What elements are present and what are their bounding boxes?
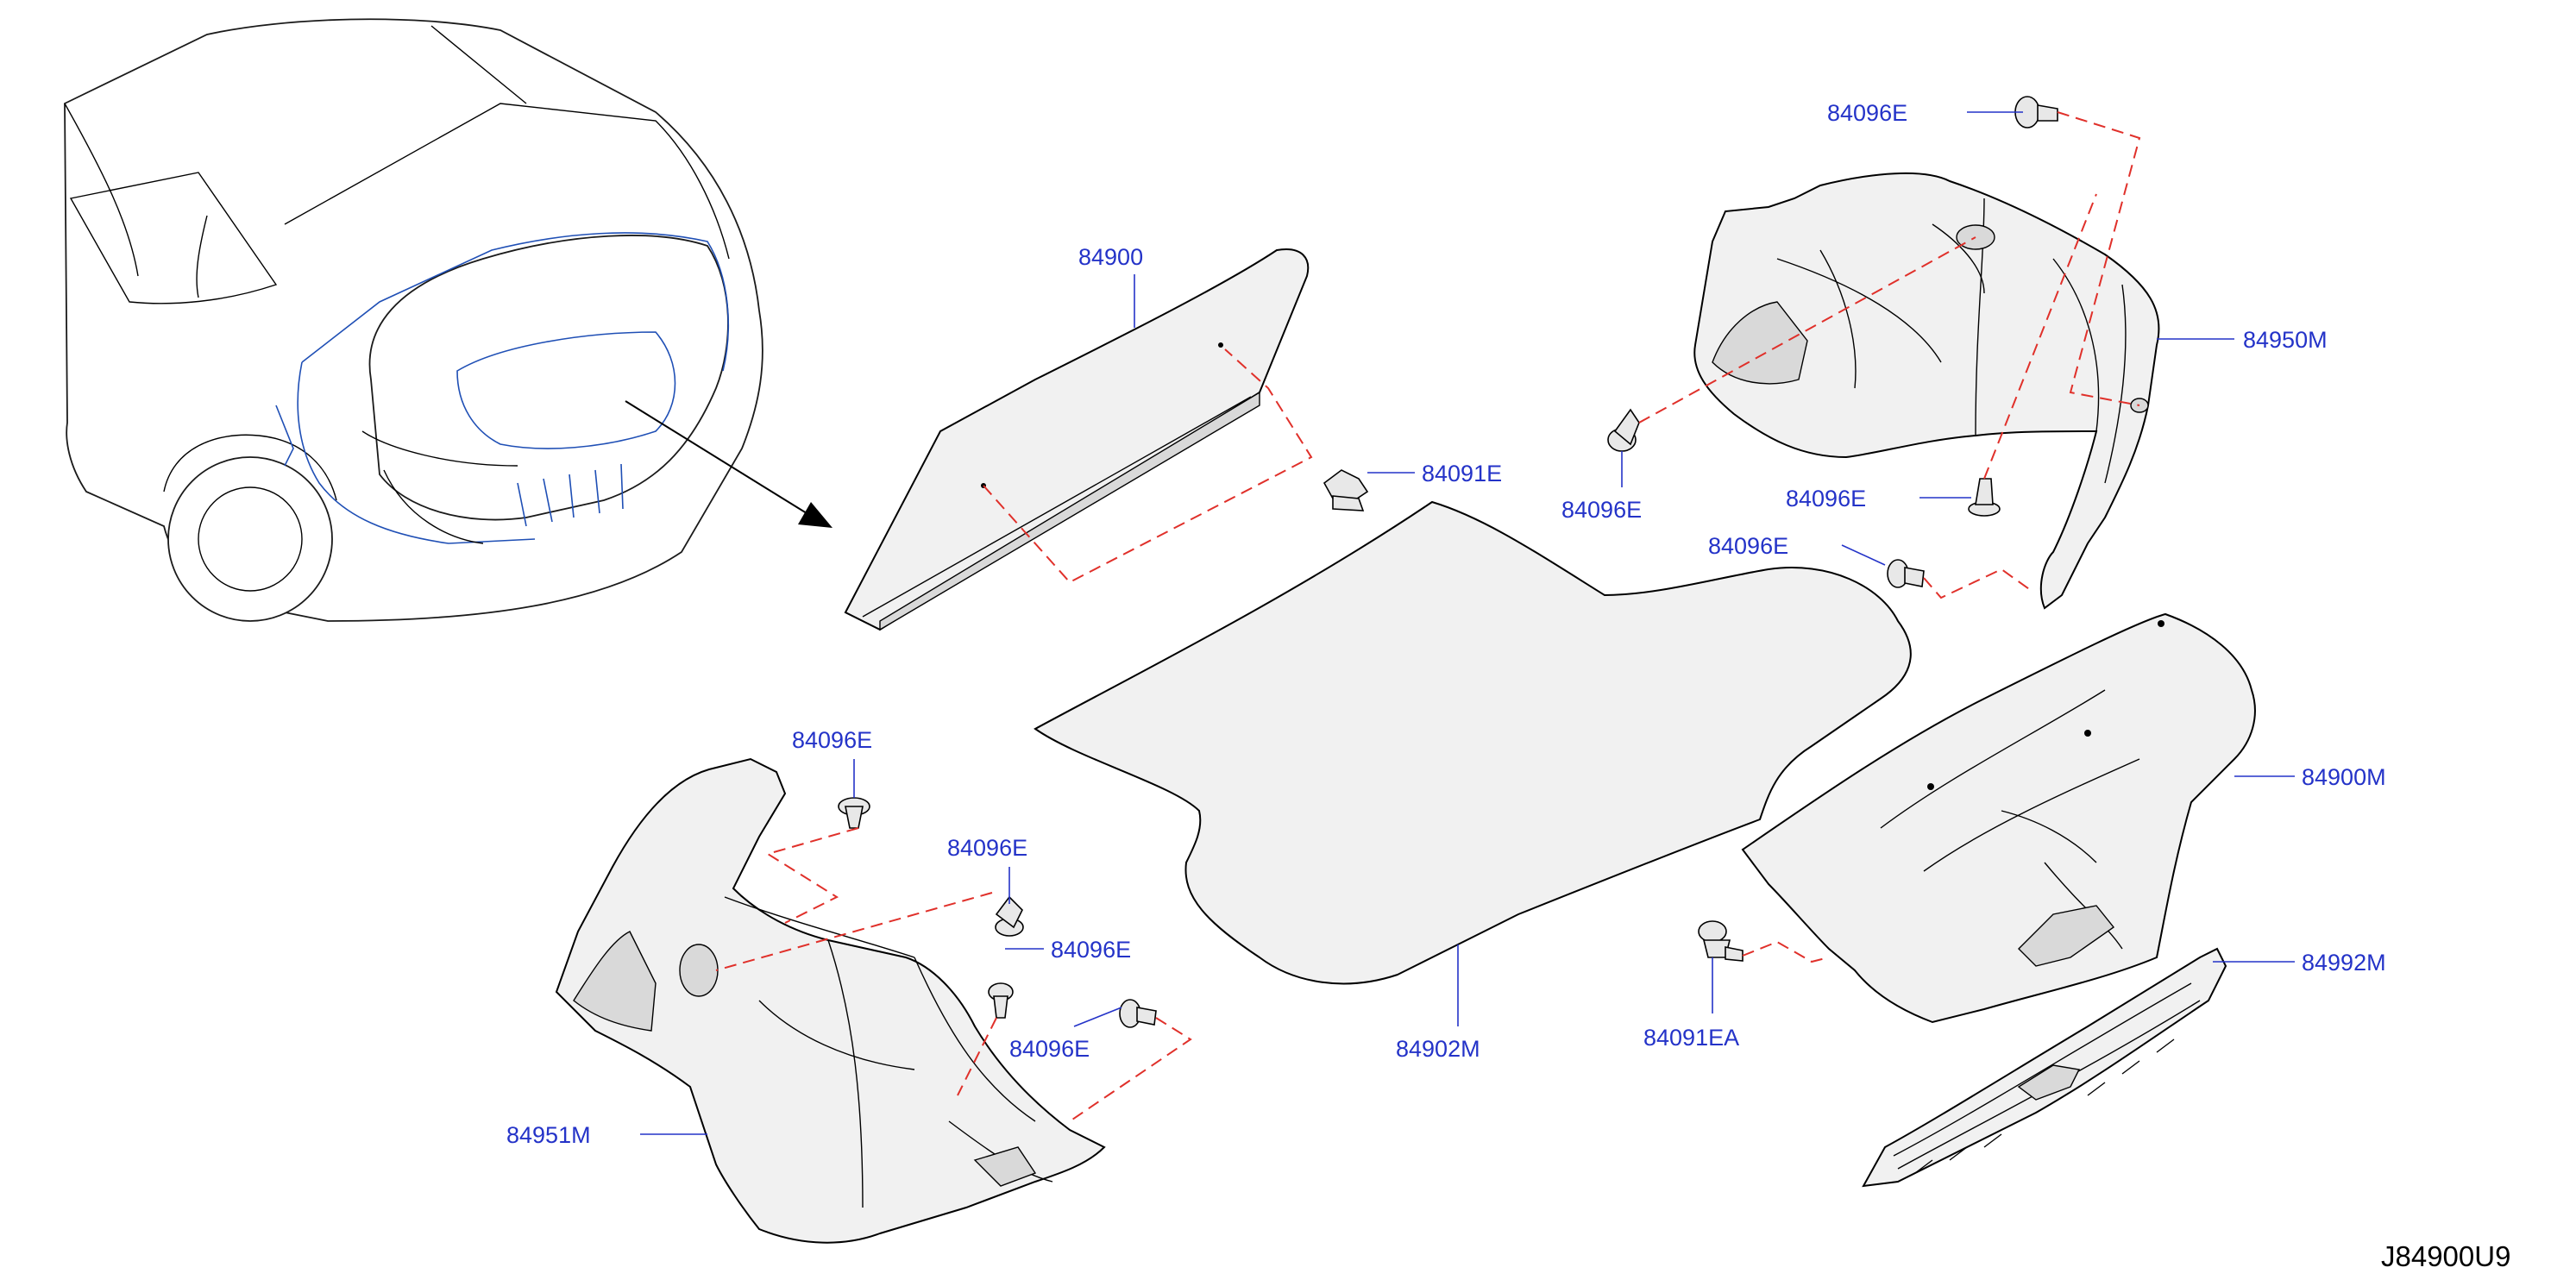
clip-84091EA xyxy=(1698,920,1744,962)
clip-84096E-top xyxy=(2014,96,2058,129)
vehicle-rear-view xyxy=(64,18,832,622)
leader-lines xyxy=(640,111,2295,1135)
label-84096E-r2: 84096E xyxy=(1786,486,1866,511)
trunk-lid-finisher-84900M xyxy=(1741,612,2256,1024)
label-84096E-r3: 84096E xyxy=(1708,533,1788,559)
label-84096E-top: 84096E xyxy=(1827,100,1907,126)
trunk-sill-plate-84992M xyxy=(1862,947,2227,1188)
label-84951M: 84951M xyxy=(506,1122,591,1148)
label-84900M: 84900M xyxy=(2302,764,2386,790)
clip-84096E-l2 xyxy=(995,895,1024,937)
trunk-side-trim-left-84951M xyxy=(555,757,1106,1244)
label-84096E-l2: 84096E xyxy=(947,835,1027,861)
clip-84096E-l4 xyxy=(1119,999,1157,1028)
part-labels: 84900 84091E 84096E 84950M 84096E 84096E… xyxy=(506,100,2386,1148)
trunk-side-trim-right-84950M xyxy=(1693,172,2160,610)
label-84950M: 84950M xyxy=(2243,327,2328,353)
clip-84096E-l3 xyxy=(988,982,1014,1019)
label-84992M: 84992M xyxy=(2302,950,2386,976)
label-84091E: 84091E xyxy=(1422,461,1502,486)
clip-84096E-r2 xyxy=(1968,478,2001,517)
clip-84096E-r3 xyxy=(1887,559,1925,588)
label-84096E-r1: 84096E xyxy=(1561,497,1642,523)
clip-84096E-l1 xyxy=(838,797,870,829)
label-84902M: 84902M xyxy=(1396,1036,1480,1062)
label-84091EA: 84091EA xyxy=(1643,1025,1739,1051)
label-84900: 84900 xyxy=(1078,244,1143,270)
clip-84096E-r1 xyxy=(1607,408,1640,452)
label-84096E-l1: 84096E xyxy=(792,727,872,753)
rear-parcel-shelf-84900 xyxy=(844,248,1310,631)
trunk-floor-mat-84902M xyxy=(1034,500,1912,985)
clip-84091E xyxy=(1323,469,1369,511)
diagram-code: J84900U9 xyxy=(2381,1240,2510,1272)
label-84096E-l4: 84096E xyxy=(1009,1036,1090,1062)
fastener-paths xyxy=(715,111,2141,1122)
label-84096E-l3: 84096E xyxy=(1051,937,1131,963)
